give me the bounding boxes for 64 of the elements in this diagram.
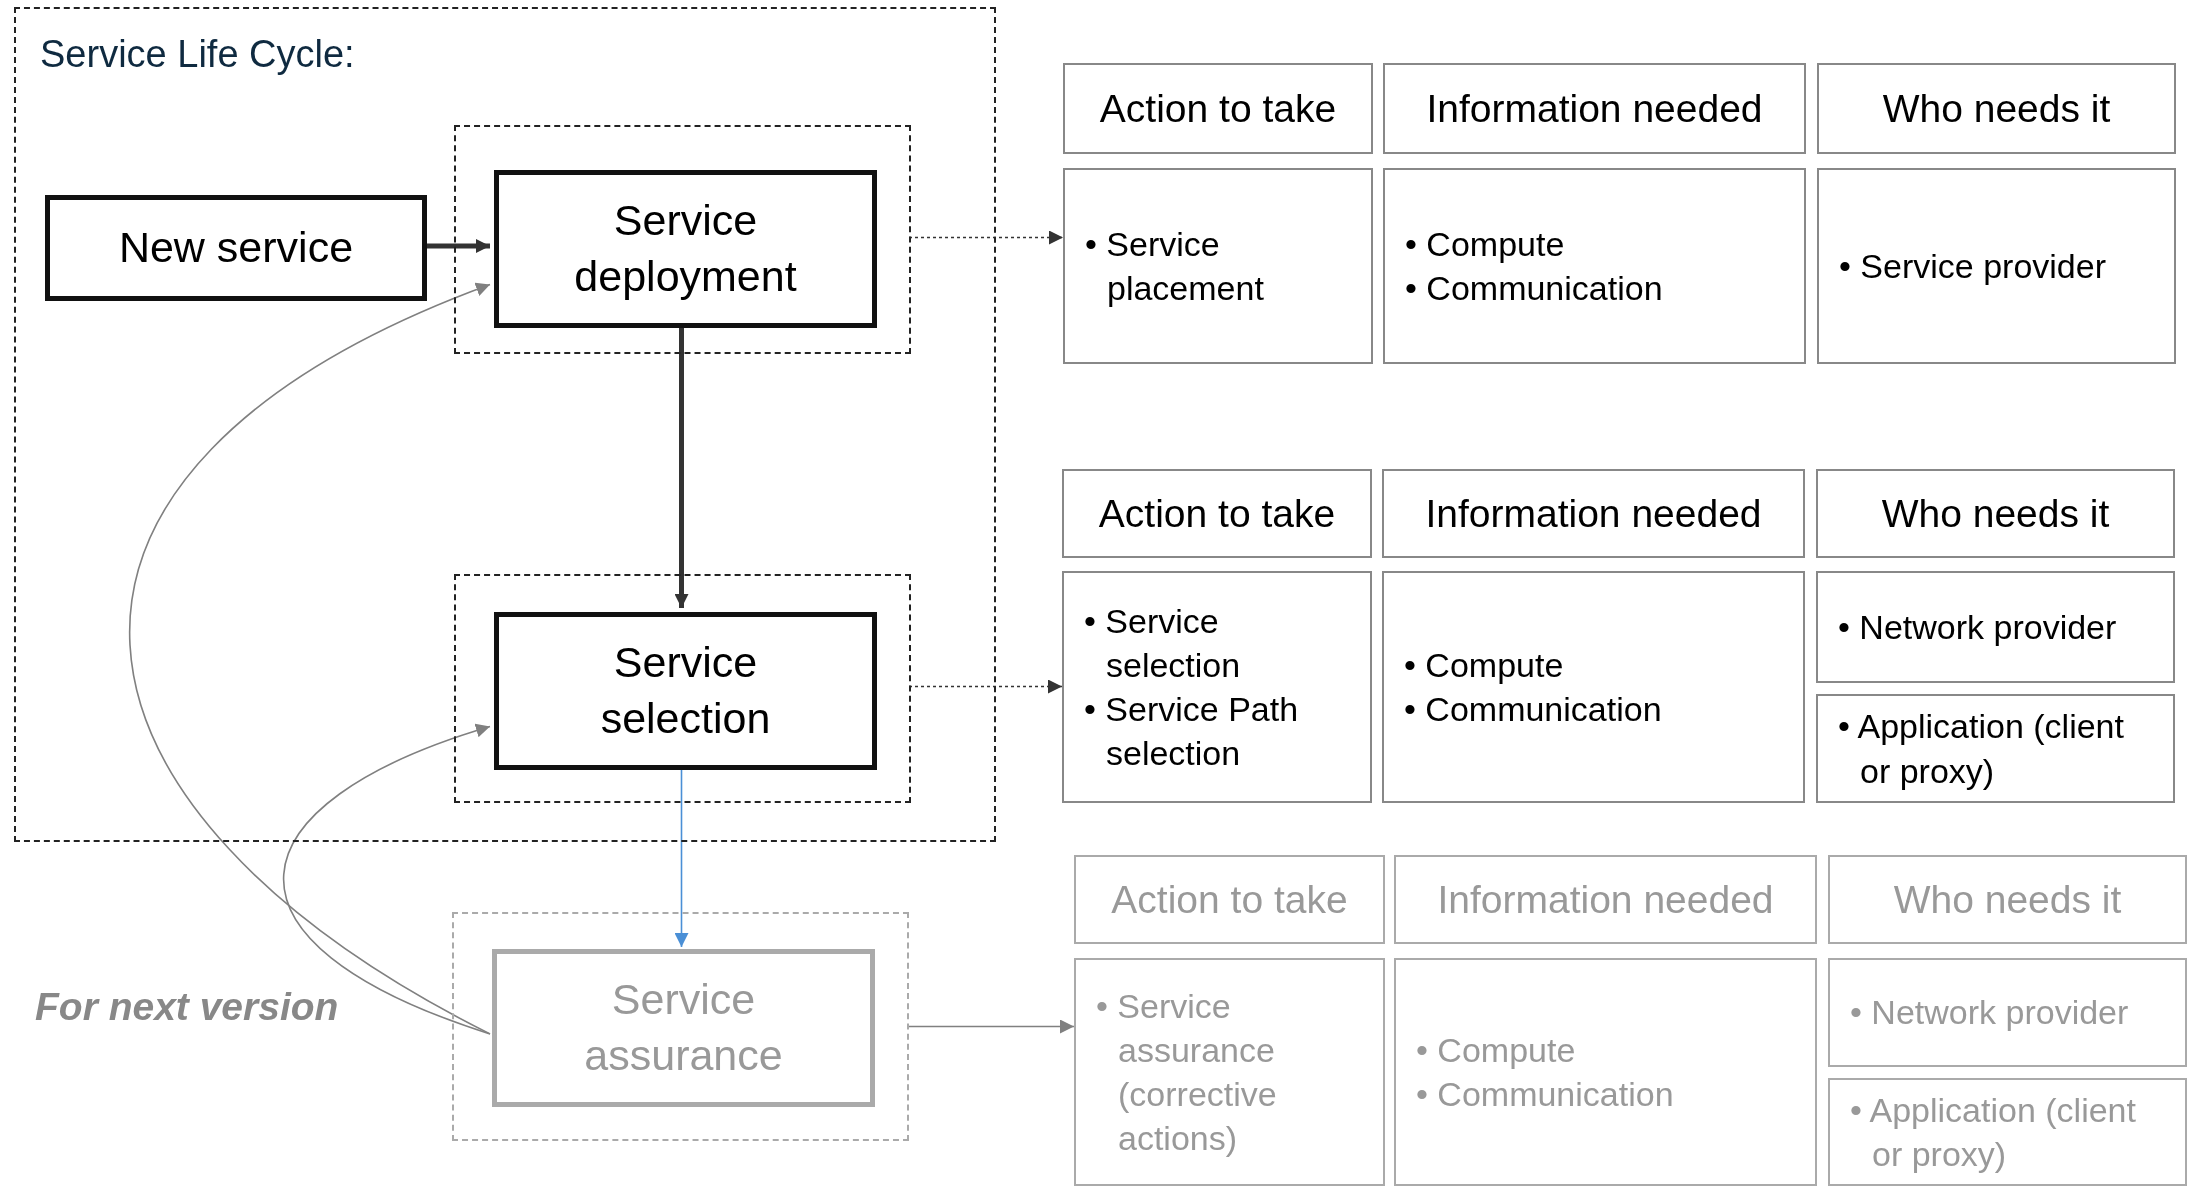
column-header: Action to take — [1111, 877, 1348, 922]
table-cell — [1828, 1078, 2187, 1186]
list-item: • Network provider — [1850, 992, 2129, 1034]
curved-arrow — [129, 283, 491, 1035]
table-cell — [1816, 571, 2175, 683]
column-header: Who needs it — [1893, 877, 2122, 922]
column-header: Information needed — [1437, 877, 1774, 922]
column-header: Information needed — [1425, 491, 1762, 536]
process-box — [494, 170, 877, 328]
list-item: • Network provider — [1838, 606, 2117, 648]
list-item: • Application (client or proxy) — [1850, 1089, 2137, 1175]
table-cell — [1828, 958, 2187, 1067]
table-cell — [1382, 571, 1805, 803]
box-label: Service assurance — [583, 974, 784, 1081]
header-cell — [1817, 63, 2176, 154]
header-cell — [1816, 469, 2175, 558]
table-cell — [1074, 958, 1385, 1186]
list-item: • Service provider — [1839, 245, 2106, 287]
list-item: • Service assurance (corrective actions) — [1096, 985, 1278, 1160]
list-item: • Service selection — [1084, 600, 1242, 686]
dotted-arrow — [908, 679, 1063, 694]
header-cell — [1394, 855, 1817, 944]
list-item: • Compute — [1404, 644, 1565, 686]
list-item: • Service Path selection — [1084, 689, 1300, 775]
dashed-frame — [452, 912, 909, 1141]
list-item: • Compute — [1405, 223, 1566, 265]
list-item: • Service placement — [1085, 223, 1265, 309]
column-header: Action to take — [1098, 491, 1336, 536]
group-title: Service Life Cycle: — [40, 33, 355, 76]
header-cell — [1063, 63, 1373, 154]
list-item: • Communication — [1416, 1074, 1675, 1115]
list-item: • Application (client or proxy) — [1838, 706, 2125, 792]
column-header: Action to take — [1099, 86, 1337, 131]
box-label: Service selection — [599, 637, 772, 744]
dotted-arrow — [908, 230, 1064, 245]
table-cell — [1817, 168, 2176, 364]
list-item: • Communication — [1405, 268, 1664, 309]
table-cell — [1816, 694, 2175, 803]
header-cell — [1074, 855, 1385, 944]
column-header: Who needs it — [1882, 86, 2111, 131]
box-label: Service deployment — [573, 195, 798, 302]
list-item: • Compute — [1416, 1029, 1577, 1071]
header-cell — [1062, 469, 1372, 558]
note-text: For next version — [35, 985, 339, 1029]
process-box — [492, 949, 875, 1107]
dashed-group-frame — [14, 7, 996, 842]
curved-arrow — [282, 724, 491, 1035]
box-label: New service — [118, 222, 354, 274]
column-header: Who needs it — [1881, 491, 2110, 536]
table-cell — [1383, 168, 1806, 364]
process-box — [45, 195, 427, 301]
header-cell — [1382, 469, 1805, 558]
table-cell — [1063, 168, 1373, 364]
process-box — [494, 612, 877, 770]
thick-arrow — [425, 239, 490, 253]
arrow — [908, 1019, 1075, 1034]
table-cell — [1062, 571, 1372, 803]
dashed-frame — [454, 125, 911, 354]
header-cell — [1828, 855, 2187, 944]
table-cell — [1394, 958, 1817, 1186]
column-header: Information needed — [1426, 86, 1763, 131]
header-cell — [1383, 63, 1806, 154]
list-item: • Communication — [1404, 689, 1663, 730]
dashed-frame — [454, 574, 911, 803]
